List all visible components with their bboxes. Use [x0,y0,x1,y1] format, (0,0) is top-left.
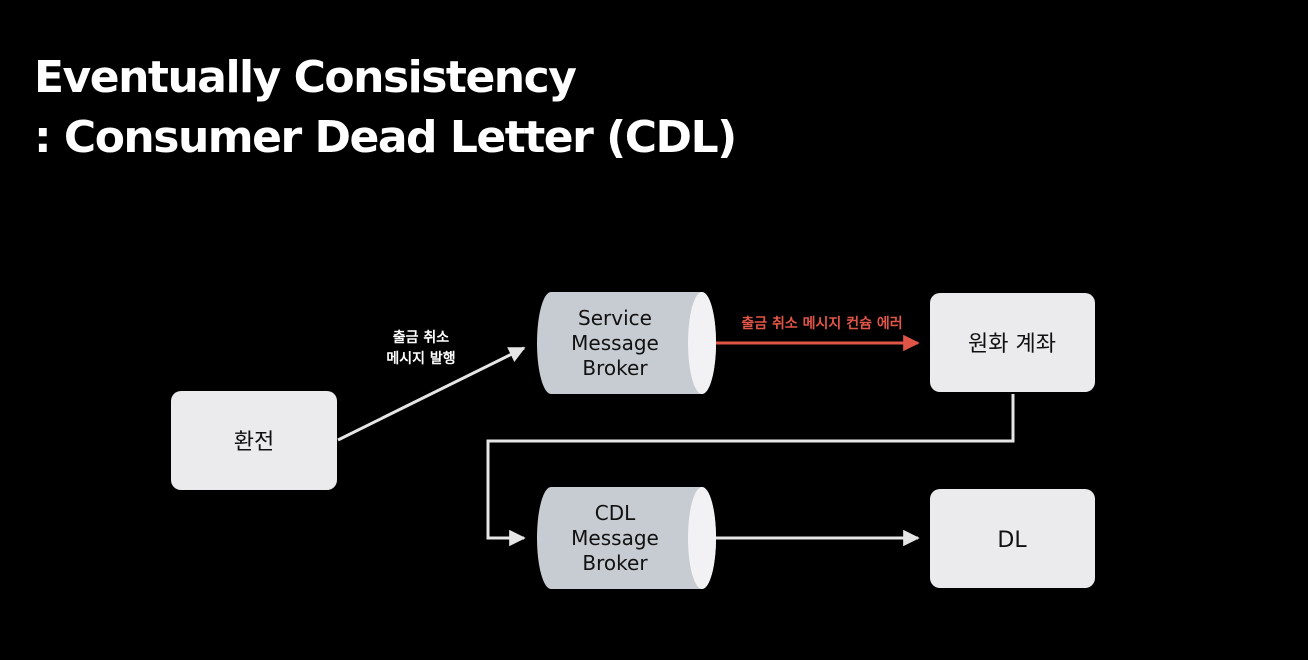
publish-arrow [337,346,526,442]
service-broker-line-2: Message [571,331,659,355]
cdl-broker-line-2: Message [571,526,659,550]
publish-label-line-2: 메시지 발행 [386,350,455,367]
krw-account-label: 원화 계좌 [968,332,1056,357]
service-message-broker: Service Message Broker [537,292,716,394]
krw-account-node: 원화 계좌 [930,293,1095,392]
publish-label-line-1: 출금 취소 [393,329,450,346]
service-broker-line-3: Broker [582,356,648,380]
cdl-broker-line-3: Broker [582,551,648,575]
retry-to-cdl-connector [486,394,1015,547]
exchange-label: 환전 [234,430,274,455]
dl-label: DL [997,528,1027,553]
service-broker-line-1: Service [578,306,652,330]
title-line-2: : Consumer Dead Letter (CDL) [34,112,737,163]
dl-node: DL [930,489,1095,588]
exchange-node: 환전 [171,391,337,490]
title-line-1: Eventually Consistency [34,52,577,103]
slide-title: Eventually Consistency : Consumer Dead L… [34,48,737,168]
consume-error-label: 출금 취소 메시지 컨슘 에러 [741,315,902,332]
cdl-message-broker: CDL Message Broker [537,487,716,589]
cdl-broker-line-1: CDL [595,501,636,525]
